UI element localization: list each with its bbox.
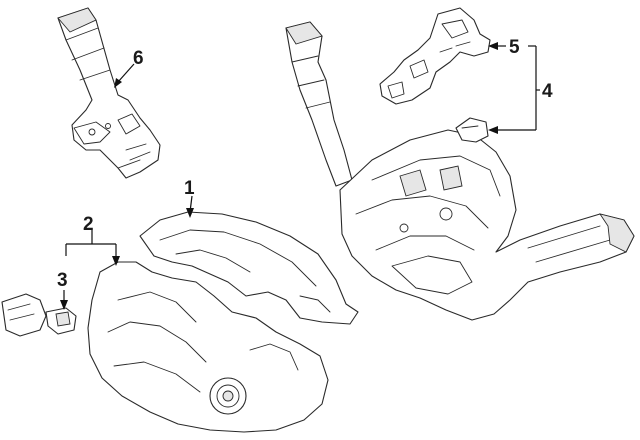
callout-2: 2: [83, 214, 94, 235]
part-5-bracket: [379, 7, 491, 105]
part-1-upper-shroud: [139, 211, 359, 325]
part-2-lower-shroud: [87, 261, 329, 433]
callout-labels: 6 1 2 3 4 5: [57, 37, 553, 291]
callout-5: 5: [509, 37, 520, 58]
callout-4: 4: [542, 81, 553, 102]
leader-lines: [60, 42, 540, 310]
callout-6: 6: [133, 48, 144, 69]
callout-1: 1: [184, 178, 195, 199]
part-4-combination-switch: [285, 21, 635, 321]
part-3-switch-connector: [1, 293, 77, 337]
part-6-stalk-switch: [57, 7, 161, 179]
callout-3: 3: [57, 270, 68, 291]
